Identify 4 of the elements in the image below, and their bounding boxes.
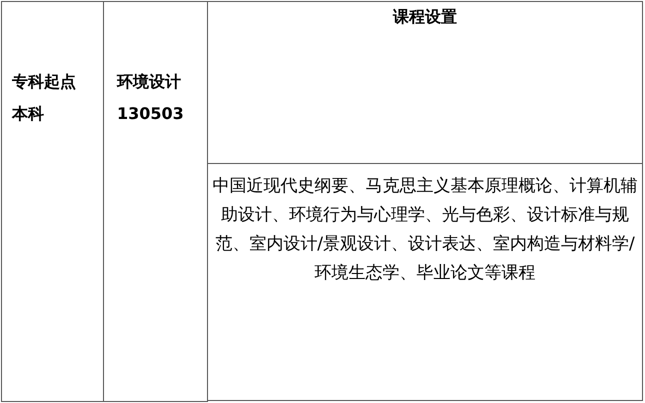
cell-text: 专科起点本科 <box>12 71 77 125</box>
cell-text: 环境设计 130503 <box>117 71 185 125</box>
cell-text: 课程设置 <box>392 6 458 28</box>
cell-text: 中国近现代史纲要、马克思主义基本原理概论、计算机辅助设计、环境行为与心理学、光与色彩、设计标准与规范、室内设计/景观设计、设计表达、室内构造与材料学/环境生态学、毕业论文等课程 <box>212 175 638 285</box>
